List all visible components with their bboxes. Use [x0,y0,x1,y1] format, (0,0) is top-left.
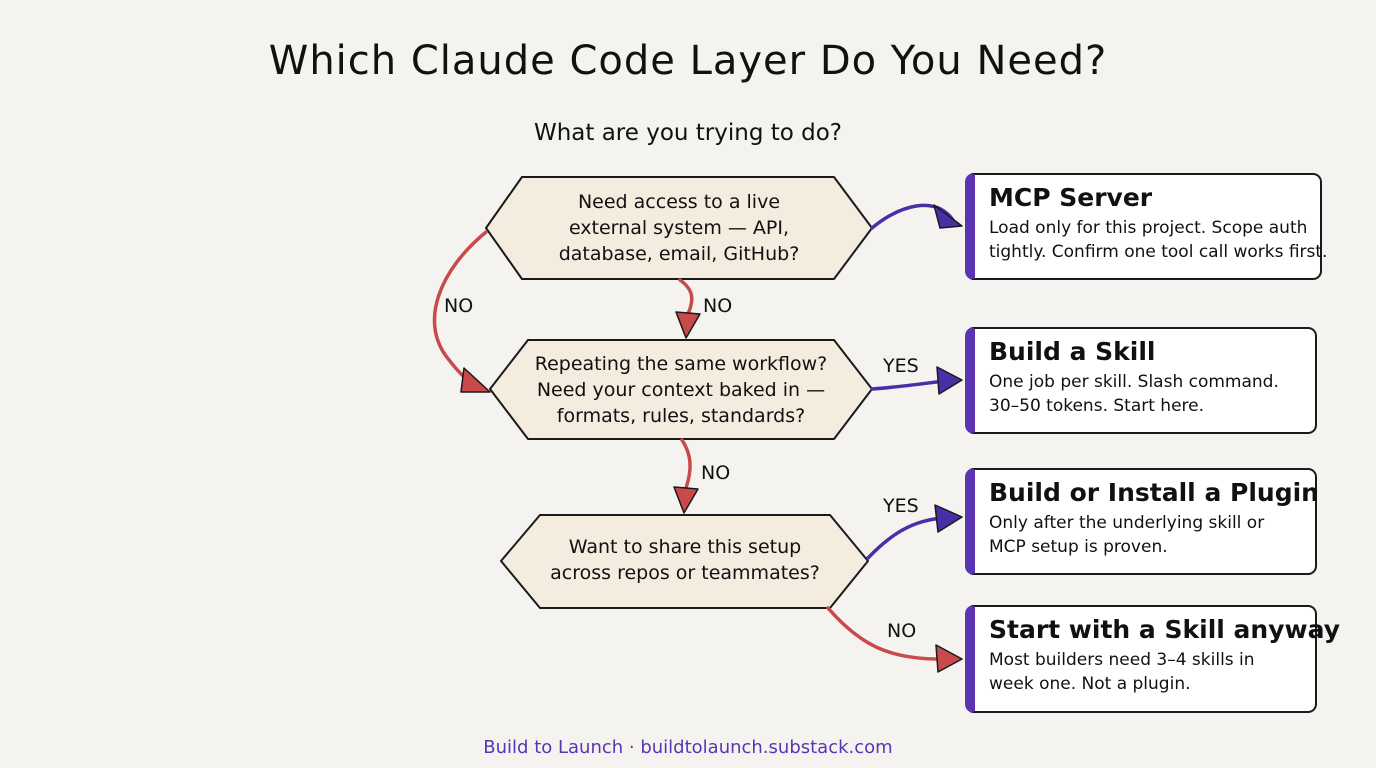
outcome-line: 30–50 tokens. Start here. [989,396,1205,416]
outcome-description: Load only for this project. Scope auth t… [989,216,1328,264]
decision-line: across repos or teammates? [550,562,820,584]
arrowhead-d1-no-down [675,311,701,339]
arrowhead-d1-no-left [460,367,491,393]
decision-line: Want to share this setup [568,536,802,558]
decision-line: Need your context baked in — [536,379,826,401]
edge-label-no: NO [703,295,733,317]
decision-line: Repeating the same workflow? [534,353,828,375]
outcome-skill-anyway: Start with a Skill anyway Most builders … [965,605,1341,713]
edge-label-no: NO [887,620,917,642]
arrowhead-d3-no [935,644,963,673]
edge-label-no: NO [701,462,731,484]
outcome-build-skill: Build a Skill One job per skill. Slash c… [965,327,1317,434]
arrow-d2-no-down [680,438,692,490]
decision-line: database, email, GitHub? [558,243,800,265]
arrow-d1-no-down [678,278,694,316]
decision-share-setup: Want to share this setup across repos or… [510,530,860,590]
arrowhead-d2-to-skill [936,366,963,395]
outcome-line: MCP setup is proven. [989,537,1168,557]
arrowhead-d2-no-down [673,486,699,514]
outcome-title: Build a Skill [989,337,1156,366]
outcome-line: Load only for this project. Scope auth [989,218,1308,238]
outcome-line: One job per skill. Slash command. [989,372,1279,392]
outcome-title: Start with a Skill anyway [989,615,1341,644]
outcome-line: week one. Not a plugin. [989,674,1191,694]
decision-shape-repeating-workflow [489,339,873,440]
arrow-d3-no [826,606,946,661]
outcome-plugin: Build or Install a Plugin Only after the… [965,468,1319,575]
outcome-title: MCP Server [989,183,1153,212]
arrow-d1-no-left [432,230,488,384]
outcome-mcp-server: MCP Server Load only for this project. S… [965,173,1328,280]
footer-credit: Build to Launch · buildtolaunch.substack… [483,737,893,758]
page-title: Which Claude Code Layer Do You Need? [268,38,1108,84]
outcome-line: tightly. Confirm one tool call works fir… [989,242,1328,262]
arrowhead-d3-to-plugin [934,504,963,533]
outcome-description: Only after the underlying skill or MCP s… [989,511,1315,559]
arrow-d2-to-skill [870,379,946,391]
outcome-description: One job per skill. Slash command. 30–50 … [989,370,1315,418]
decision-line: formats, rules, standards? [556,405,806,427]
arrowhead-d1-to-mcp [933,204,963,229]
edge-label-yes: YES [883,355,919,377]
arrow-d3-to-plugin [866,516,946,560]
decision-shape-external-system [485,176,873,280]
arrow-d1-to-mcp [870,203,955,230]
start-question: What are you trying to do? [533,120,843,146]
outcome-description: Most builders need 3–4 skills in week on… [989,648,1315,696]
outcome-line: Most builders need 3–4 skills in [989,650,1255,670]
edge-label-no: NO [444,295,474,317]
decision-line: Need access to a live [577,191,781,213]
decision-external-system: Need access to a live external system — … [500,186,858,270]
decision-line: external system — API, [568,217,790,239]
outcome-title: Build or Install a Plugin [989,478,1319,507]
decision-repeating-workflow: Repeating the same workflow? Need your c… [500,348,862,432]
outcome-line: Only after the underlying skill or [989,513,1265,533]
edge-label-yes: YES [883,495,919,517]
